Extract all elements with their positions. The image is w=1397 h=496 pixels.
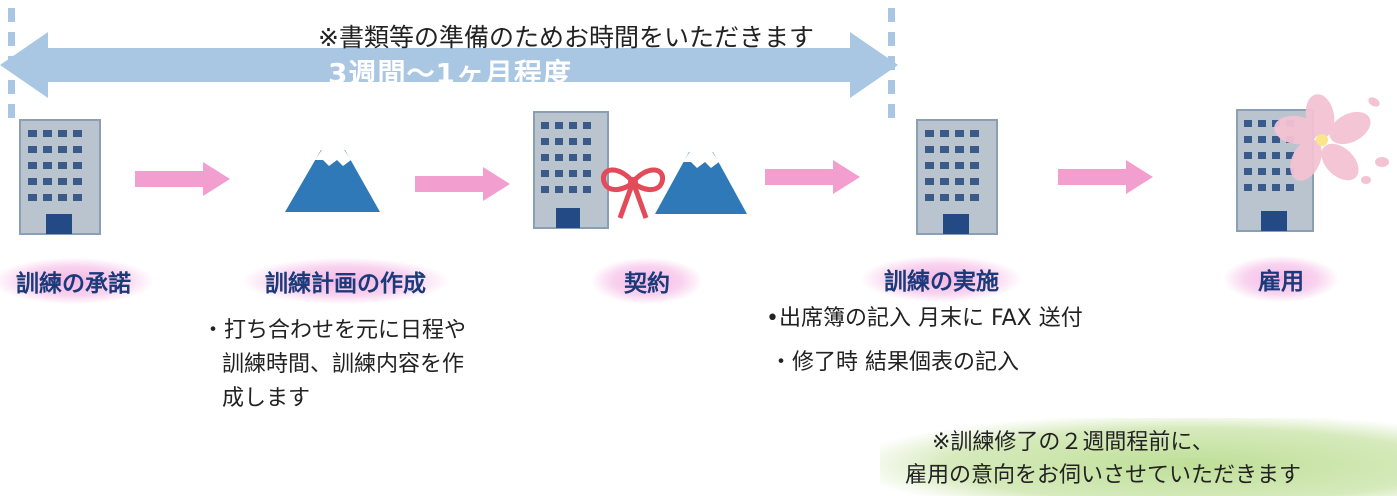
preparation-time-note: ※書類等の準備のためお時間をいただきます — [318, 23, 814, 52]
impl-note-line-1: •出席簿の記入 月末に FAX 送付 — [766, 306, 1083, 331]
process-arrow-2 — [415, 167, 510, 201]
office-building-icon — [19, 119, 101, 235]
employment-intent-note-background — [880, 418, 1397, 496]
step-label-plan: 訓練計画の作成 — [243, 258, 448, 304]
process-arrow-1 — [135, 162, 230, 196]
employment-intent-note-line-2: 雇用の意向をお伺いさせていただきます — [905, 463, 1302, 488]
process-arrow-4 — [1058, 160, 1153, 194]
mountain-icon — [285, 148, 380, 212]
plan-note-line-2: 訓練時間、訓練内容を作 — [222, 352, 465, 377]
duration-span-arrow — [0, 32, 898, 98]
step-label-acceptance: 訓練の承諾 — [0, 258, 153, 304]
duration-label: 3週間〜1ヶ月程度 — [328, 57, 572, 90]
cherry-blossom-icon — [1274, 94, 1389, 184]
plan-note-line-1: ・打ち合わせを元に日程や — [202, 318, 467, 343]
step-label-contract: 契約 — [592, 258, 702, 304]
step-label-employment: 雇用 — [1224, 256, 1338, 302]
plan-note-line-3: 成します — [222, 386, 311, 411]
ribbon-icon — [600, 167, 666, 219]
implementation-building-icon — [916, 119, 998, 235]
process-arrow-3 — [765, 160, 860, 194]
contract-mountain-icon — [655, 150, 747, 214]
impl-note-line-2: ・修了時 結果個表の記入 — [770, 350, 1019, 375]
employment-intent-note-line-1: ※訓練修了の２週間程前に、 — [932, 430, 1214, 455]
step-label-implementation: 訓練の実施 — [862, 256, 1021, 302]
